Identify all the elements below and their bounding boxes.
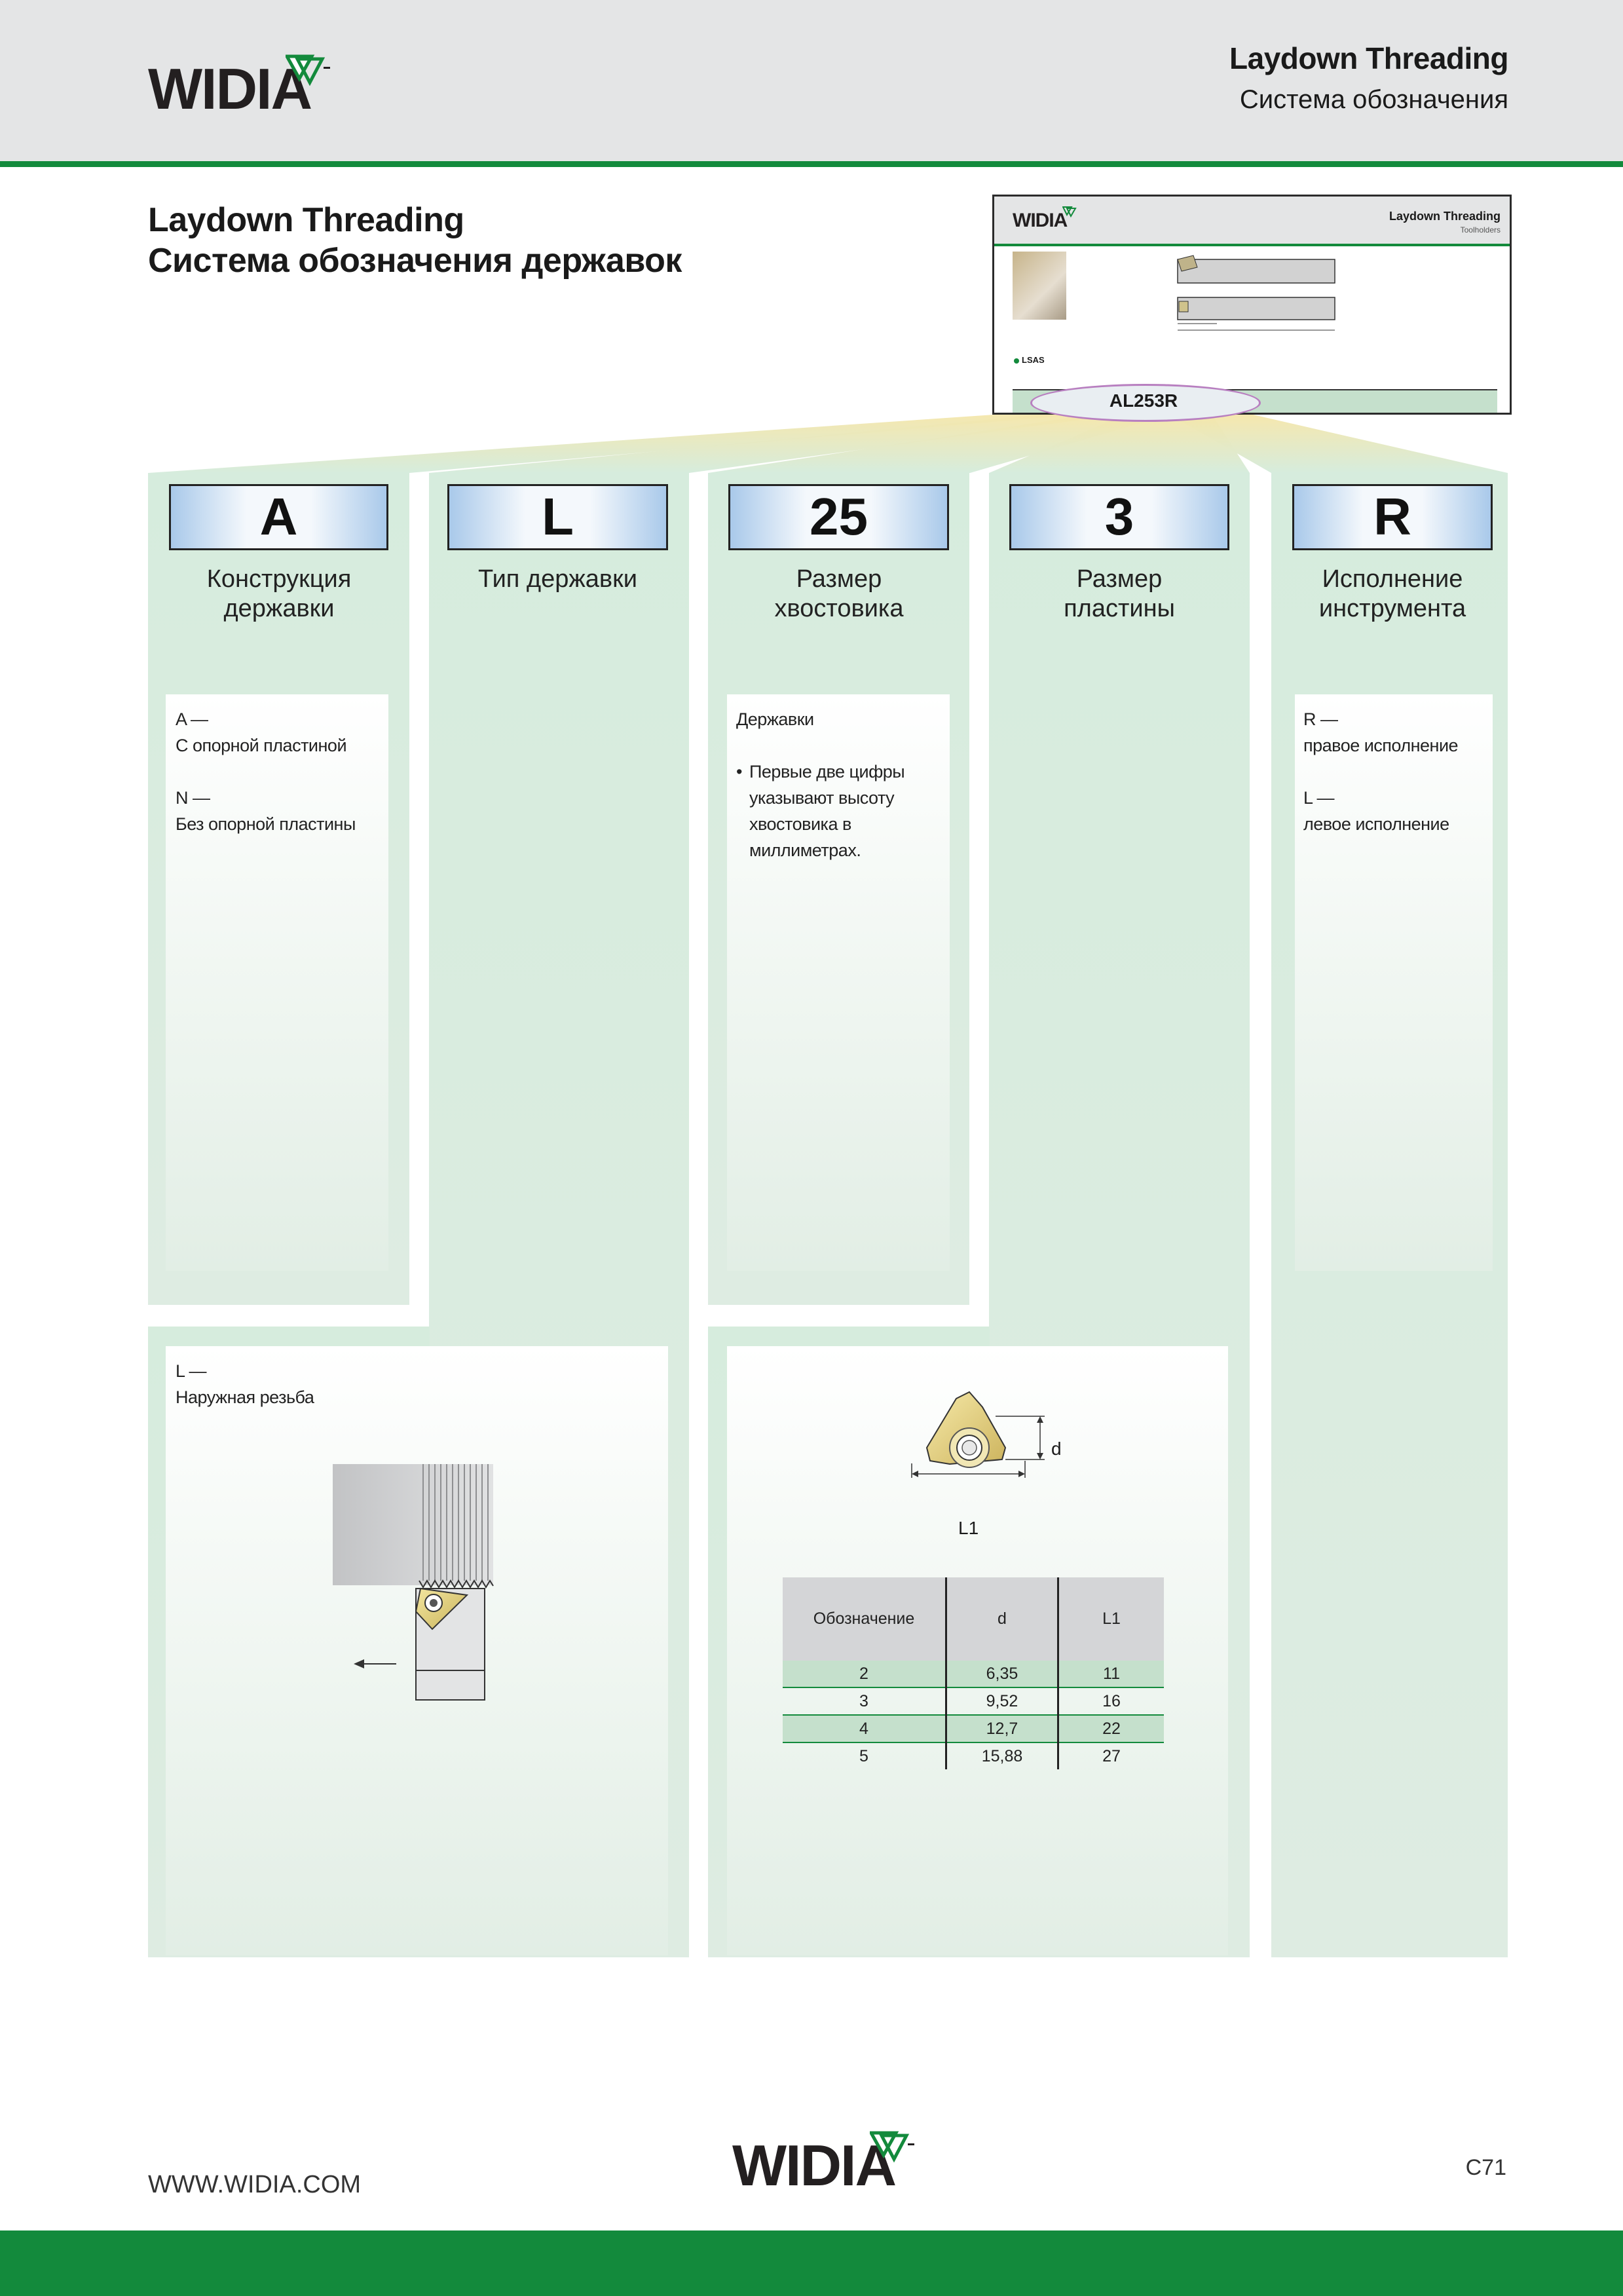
column-label-25: Размер хвостовика [774,565,904,622]
thumbnail-series: LSAS [1022,355,1045,365]
header-title: Laydown Threading [1229,41,1508,75]
table-cell-designation: 4 [783,1715,946,1743]
table-cell-designation: 5 [859,1746,868,1765]
thumbnail-header [994,197,1510,244]
insert-dimension-diagram [911,1391,1045,1478]
table-cell-l1: 11 [1057,1661,1164,1688]
table-row: 2 6,35 11 [783,1661,1164,1688]
table-cell-l1: 22 [1057,1715,1164,1743]
table-cell-d: 15,88 [945,1742,1058,1769]
table-header-row: Обозначение d L1 [783,1577,1164,1661]
code-box-25: 25 [728,484,949,550]
panel-l-text: L — Наружная резьба [176,1358,438,1410]
code-box-a: A [169,484,388,550]
callout-rays [148,411,1508,473]
page-title: Laydown Threading Система обозначения де… [148,200,682,281]
shank-note-line-4: миллиметрах. [749,840,861,860]
panel-25 [727,694,950,1271]
table-row: 4 12,7 22 [783,1715,1164,1743]
footer-url[interactable]: WWW.WIDIA.COM [148,2171,362,2198]
thumbnail-photo [1013,252,1066,320]
external-thread-illustration [333,1464,494,1701]
footer-logo-text: WIDIA [732,2133,897,2198]
option-l-key: L — [1303,788,1335,808]
option-a-value: С опорной пластиной [176,736,347,755]
table-cell-designation: 2 [783,1661,946,1688]
table-row: 3 9,52 16 [783,1687,1164,1716]
option-l-value: левое исполнение [1303,814,1449,834]
shank-note-line-2: указывают высоту [749,788,895,808]
table-cell-l1: 27 [1057,1742,1164,1769]
thumbnail-header-rule [994,244,1510,246]
option-n-key: N — [176,788,210,808]
column-label-3: Размер пластины [1064,565,1175,622]
page-title-line-1: Laydown Threading [148,201,464,239]
thumbnail-logo: WIDIA [1013,210,1068,231]
option-r-value: правое исполнение [1303,736,1459,755]
page-title-line-2: Система обозначения державок [148,242,682,280]
table-header-designation: Обозначение [783,1577,946,1661]
table-cell-d: 9,52 [945,1687,1058,1716]
option-a-key: A — [176,709,208,729]
shank-note-line-1: Первые две цифры [749,762,905,781]
thumbnail-logo-mark-icon [1062,206,1077,218]
code-box-3: 3 [1009,484,1229,550]
footer-band [0,2230,1623,2296]
shank-note-line-3: хвостовика в [749,814,851,834]
page-header [0,0,1623,161]
code-highlight-ellipse [1030,384,1261,422]
header-logo: WIDIA [148,52,338,118]
logo-text: WIDIA [148,56,312,121]
example-code: AL253R [1109,390,1178,411]
table-cell-d: 12,7 [945,1715,1058,1743]
option-l-external-key: L — [176,1361,207,1381]
header-subtitle: Система обозначения [1239,85,1508,114]
panel-r [1295,694,1493,1271]
dimension-label-l1: L1 [958,1518,979,1538]
column-label-r: Исполнение инструмента [1318,565,1466,622]
option-l-external-value: Наружная резьба [176,1387,314,1407]
table-cell-designation: 3 [783,1687,946,1716]
table-cell-l1: 16 [1057,1687,1164,1716]
bullet-icon: • [736,762,742,781]
table-cell-d: 6,35 [945,1661,1058,1688]
code-box-r: R [1292,484,1493,550]
table-header-l1: L1 [1057,1577,1164,1661]
dimension-label-d: d [1051,1439,1062,1459]
column-label-a: Конструкция державки [206,565,352,622]
code-box-l: L [447,484,668,550]
thumbnail-subtitle: Toolholders [1460,225,1501,235]
footer-logo: WIDIA [732,2129,922,2194]
option-r-key: R — [1303,709,1338,729]
panel-25-text: Державки • Первые две цифры указывают вы… [736,706,946,863]
header-rule [0,161,1623,167]
reference-thumbnail: WIDIA Laydown Threading Toolholders LSAS [992,195,1512,415]
page-number: C71 [1465,2155,1506,2180]
insert-size-table: Обозначение d L1 2 6,35 11 3 9,52 16 4 1… [783,1577,1164,1769]
table-row: 5 15,88 27 [783,1742,1164,1769]
panel-a [166,694,388,1271]
option-n-value: Без опорной пластины [176,814,356,834]
thumbnail-drawing [1177,255,1335,331]
table-header-d: d [945,1577,1058,1661]
panel-r-text: R — правое исполнение L — левое исполнен… [1303,706,1490,837]
thumbnail-series-bullet [1014,358,1019,364]
column-label-l: Тип державки [478,565,637,593]
shank-heading: Державки [736,709,814,729]
thumbnail-title: Laydown Threading [1389,210,1501,223]
footer-logo-mark-icon [870,2131,914,2163]
logo-mark-icon [286,54,330,86]
panel-a-text: A — С опорной пластиной N — Без опорной … [176,706,385,837]
